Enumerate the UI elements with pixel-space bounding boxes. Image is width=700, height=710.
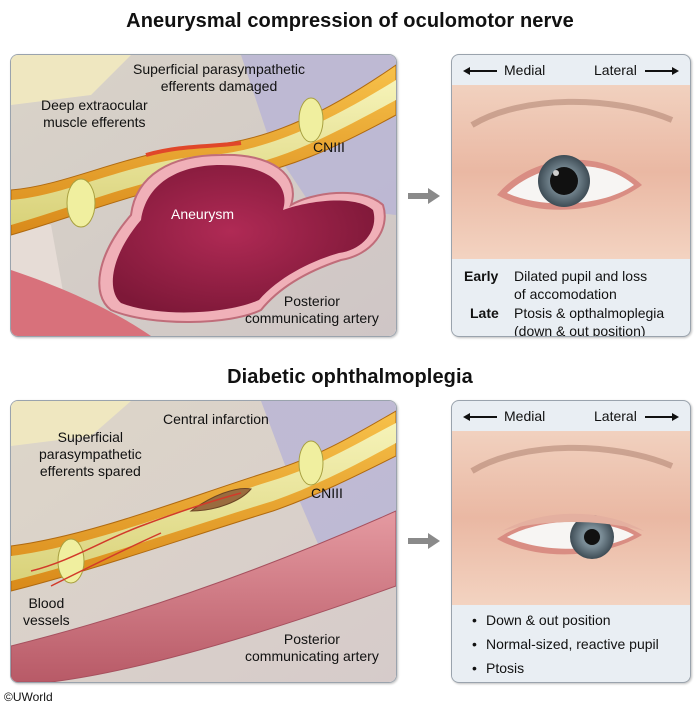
direction-row: Medial Lateral — [452, 55, 690, 85]
cn3-label-bottom: CNIII — [311, 485, 343, 501]
right-arrow-icon-bottom — [408, 533, 440, 549]
copyright-text: ©UWorld — [4, 690, 53, 704]
early-key: Early — [464, 268, 499, 284]
long-left-arrow-icon — [463, 413, 497, 421]
lateral-label-bottom: Lateral — [594, 408, 637, 424]
top-eye-notes: Early Dilated pupil and loss of accomoda… — [452, 259, 690, 337]
medial-label: Medial — [504, 62, 546, 78]
cn3-label-top: CNIII — [313, 139, 345, 155]
superficial-efferents-damaged-label: Superficial parasympathetic efferents da… — [133, 61, 305, 94]
top-eye-box: Medial Lateral Early Dilated pupil and l… — [451, 54, 691, 337]
aneurysm-illustration-svg — [11, 55, 396, 336]
bottom-eye-notes: • Down & out position • Normal-sized, re… — [452, 605, 690, 681]
blood-vessels-label: Blood vessels — [23, 595, 70, 628]
late-value: Ptosis & opthalmoplegia (down & out posi… — [514, 305, 665, 337]
bottom-eye-box: Medial Lateral • Down & out position • — [451, 400, 691, 683]
lateral-label: Lateral — [594, 62, 637, 78]
superficial-efferents-spared-label: Superficial parasympathetic efferents sp… — [39, 429, 142, 479]
posterior-communicating-artery-label-top: Posterior communicating artery — [245, 293, 379, 326]
aneurysm-label: Aneurysm — [171, 206, 235, 222]
deep-efferents-label: Deep extraocular muscle efferents — [41, 97, 148, 130]
top-section-title: Aneurysmal compression of oculomotor ner… — [126, 10, 574, 32]
bullet-dot-icon: • — [472, 660, 477, 676]
posterior-communicating-artery-label-bottom: Posterior communicating artery — [245, 631, 379, 664]
medial-label-bottom: Medial — [504, 408, 546, 424]
bullet-dot-icon: • — [472, 636, 477, 652]
central-infarction-label: Central infarction — [163, 411, 269, 427]
bullet-dot-icon: • — [472, 612, 477, 628]
long-right-arrow-icon — [645, 413, 679, 421]
long-right-arrow-icon — [645, 67, 679, 75]
dilated-pupil-eye — [452, 85, 690, 259]
late-key: Late — [470, 305, 499, 321]
right-arrow-icon — [408, 188, 440, 204]
direction-row-bottom: Medial Lateral — [452, 401, 690, 431]
aneurysm-illustration: Superficial parasympathetic efferents da… — [10, 54, 397, 337]
long-left-arrow-icon — [463, 67, 497, 75]
diabetic-illustration-svg — [11, 401, 396, 682]
early-value: Dilated pupil and loss of accomodation — [514, 268, 648, 302]
bottom-section-title: Diabetic ophthalmoplegia — [227, 366, 473, 388]
diabetic-illustration: Central infarction Superficial parasympa… — [10, 400, 397, 683]
down-and-out-eye — [452, 431, 690, 605]
